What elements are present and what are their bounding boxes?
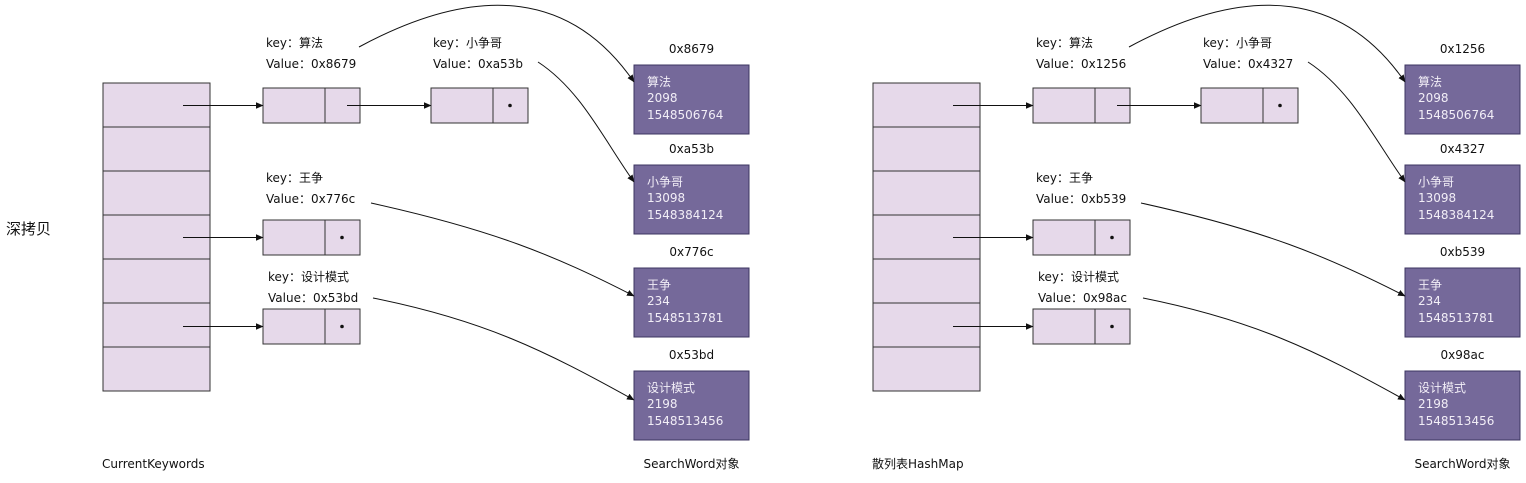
table-slot [872,126,981,172]
object-keyword: 设计模式 [647,381,695,395]
table-slot [872,302,981,348]
object-count: 2098 [647,91,678,105]
entry-key-label: key：设计模式 [1038,270,1119,284]
object-address: 0x8679 [669,42,714,56]
object-address: 0x4327 [1440,142,1485,156]
search-word-object [633,64,750,135]
object-keyword: 小争哥 [647,175,683,189]
null-pointer-dot [1110,235,1114,240]
entry-value-label: Value：0x98ac [1038,291,1127,305]
table-caption: 散列表HashMap [872,456,964,471]
entry-key-label: key：设计模式 [268,270,349,284]
object-keyword: 王争 [647,278,671,292]
object-timestamp: 1548513781 [647,311,723,325]
object-address: 0x776c [669,245,713,259]
table-slot [102,258,211,304]
object-keyword: 小争哥 [1418,175,1454,189]
table-caption: CurrentKeywords [102,457,205,471]
list-node [1032,308,1131,345]
object-timestamp: 1548513781 [1418,311,1494,325]
object-address: 0x1256 [1440,42,1485,56]
copy-diagram-1: CurrentKeywords key：算法 Value：0x8679 key：小争哥… [102,4,750,471]
list-node [430,87,529,124]
entry-key-label: key：算法 [1036,35,1093,50]
entry-value-label: Value：0x1256 [1036,57,1126,71]
search-word-object [1404,164,1521,235]
objects-caption: SearchWord对象 [1414,457,1510,471]
search-word-object [633,267,750,338]
entry-key-label: key：小争哥 [1203,36,1272,50]
search-word-object [633,370,750,441]
object-count: 2198 [647,397,678,411]
null-pointer-dot [340,235,344,240]
pointer-curve-arrow [1140,202,1406,297]
pointer-curve-arrow [1128,4,1406,83]
pointer-curve-arrow [358,4,635,83]
entry-value-label: Value：0x8679 [266,57,356,71]
pointer-curve-arrow [1307,61,1406,183]
object-timestamp: 1548384124 [647,208,723,222]
object-timestamp: 1548506764 [1418,108,1494,122]
entry-value-label: Value：0xa53b [433,57,523,71]
search-word-object [1404,370,1521,441]
object-keyword: 算法 [647,74,671,89]
entry-value-label: Value：0xb539 [1036,192,1126,206]
object-address: 0xb539 [1440,245,1485,259]
object-keyword: 算法 [1418,74,1442,89]
list-node [262,219,361,256]
null-pointer-dot [508,103,512,108]
entry-key-label: key：小争哥 [433,36,502,50]
table-slot [102,170,211,216]
object-address: 0x53bd [669,348,714,362]
search-word-object [1404,267,1521,338]
table-slot [102,126,211,172]
search-word-object [1404,64,1521,135]
object-count: 2098 [1418,91,1449,105]
objects-caption: SearchWord对象 [643,457,739,471]
object-count: 2198 [1418,397,1449,411]
object-timestamp: 1548513456 [1418,414,1494,428]
list-node [1032,87,1131,124]
list-node [1200,87,1299,124]
object-count: 234 [1418,294,1441,308]
object-count: 234 [647,294,670,308]
null-pointer-dot [1110,324,1114,329]
entry-value-label: Value：0x776c [266,192,355,206]
search-word-object [633,164,750,235]
object-keyword: 设计模式 [1418,381,1466,395]
object-timestamp: 1548513456 [647,414,723,428]
side-label: 深拷贝 [6,220,51,238]
pointer-curve-arrow [372,297,635,401]
table-slot [102,302,211,348]
object-timestamp: 1548384124 [1418,208,1494,222]
table-slot [872,258,981,304]
object-keyword: 王争 [1418,278,1442,292]
pointer-curve-arrow [370,202,635,297]
pointer-curve-arrow [1142,297,1406,401]
list-node [262,87,361,124]
object-count: 13098 [647,191,685,205]
entry-value-label: Value：0x53bd [268,291,358,305]
copy-diagram-2: 散列表HashMap key：算法 Value：0x1256 key：小争哥 Value… [872,4,1521,471]
table-slot [872,346,981,392]
object-timestamp: 1548506764 [647,108,723,122]
table-slot [102,346,211,392]
table-slot [872,170,981,216]
list-node [262,308,361,345]
entry-key-label: key：算法 [266,35,323,50]
entry-key-label: key：王争 [1036,171,1093,185]
entry-key-label: key：王争 [266,171,323,185]
entry-value-label: Value：0x4327 [1203,57,1293,71]
list-node [1032,219,1131,256]
object-address: 0x98ac [1441,348,1485,362]
pointer-curve-arrow [537,61,635,183]
null-pointer-dot [340,324,344,329]
null-pointer-dot [1278,103,1282,108]
object-count: 13098 [1418,191,1456,205]
object-address: 0xa53b [669,142,714,156]
